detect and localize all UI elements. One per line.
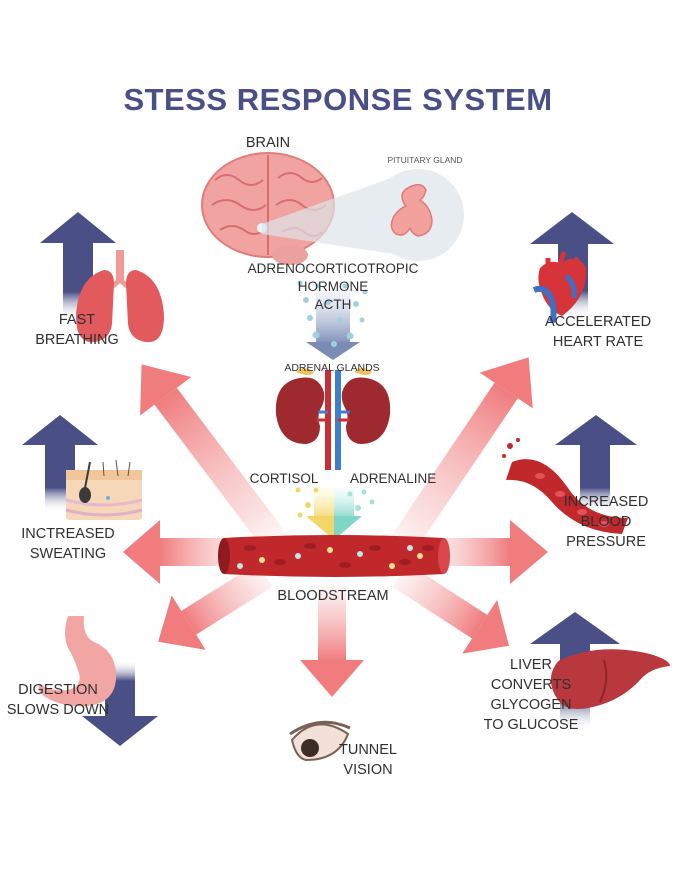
brain-label: BRAIN bbox=[245, 135, 291, 151]
pituitary-gland-icon bbox=[390, 183, 433, 237]
blood-pressure-label: INCREASED BLOOD PRESSURE bbox=[563, 494, 649, 550]
tunnel-vision-label: TUNNEL VISION bbox=[338, 742, 397, 778]
bloodstream-vessel bbox=[218, 535, 450, 577]
digestion-label: DIGESTION SLOWS DOWN bbox=[6, 682, 110, 718]
lungs-icon bbox=[76, 250, 164, 343]
kidneys-icon bbox=[275, 368, 391, 470]
sweating-label: INCTREASED SWEATING bbox=[21, 526, 115, 562]
stomach-icon bbox=[38, 616, 117, 707]
artery-icon bbox=[502, 438, 628, 534]
up-arrow-pressure-icon bbox=[555, 415, 637, 512]
hormone-streams bbox=[295, 487, 375, 540]
cortisol-label: CORTISOL bbox=[249, 471, 319, 486]
fast-breathing-label: FAST BREATHING bbox=[35, 312, 119, 348]
skin-section-icon bbox=[65, 459, 143, 520]
acth-stream bbox=[297, 280, 368, 360]
liver-label: LIVER CONVERTS GLYCOGEN TO GLUCOSE bbox=[483, 657, 579, 733]
arrow-to-heart bbox=[388, 357, 533, 556]
heart-icon bbox=[532, 251, 587, 323]
pituitary-zoom bbox=[262, 169, 464, 261]
pituitary-label: PITUITARY GLAND bbox=[387, 155, 463, 165]
adrenaline-label: ADRENALINE bbox=[350, 471, 437, 486]
adrenal-label: ADRENAL GLANDS bbox=[284, 362, 380, 374]
liver-icon bbox=[550, 649, 670, 709]
page-title: STESS RESPONSE SYSTEM bbox=[123, 82, 553, 117]
eye-icon bbox=[289, 720, 351, 762]
heart-rate-label: ACCELERATED HEART RATE bbox=[544, 314, 652, 350]
acth-label: ADRENOCORTICOTROPIC HORMONE ACTH bbox=[247, 261, 419, 312]
bloodstream-label: BLOODSTREAM bbox=[277, 588, 389, 604]
